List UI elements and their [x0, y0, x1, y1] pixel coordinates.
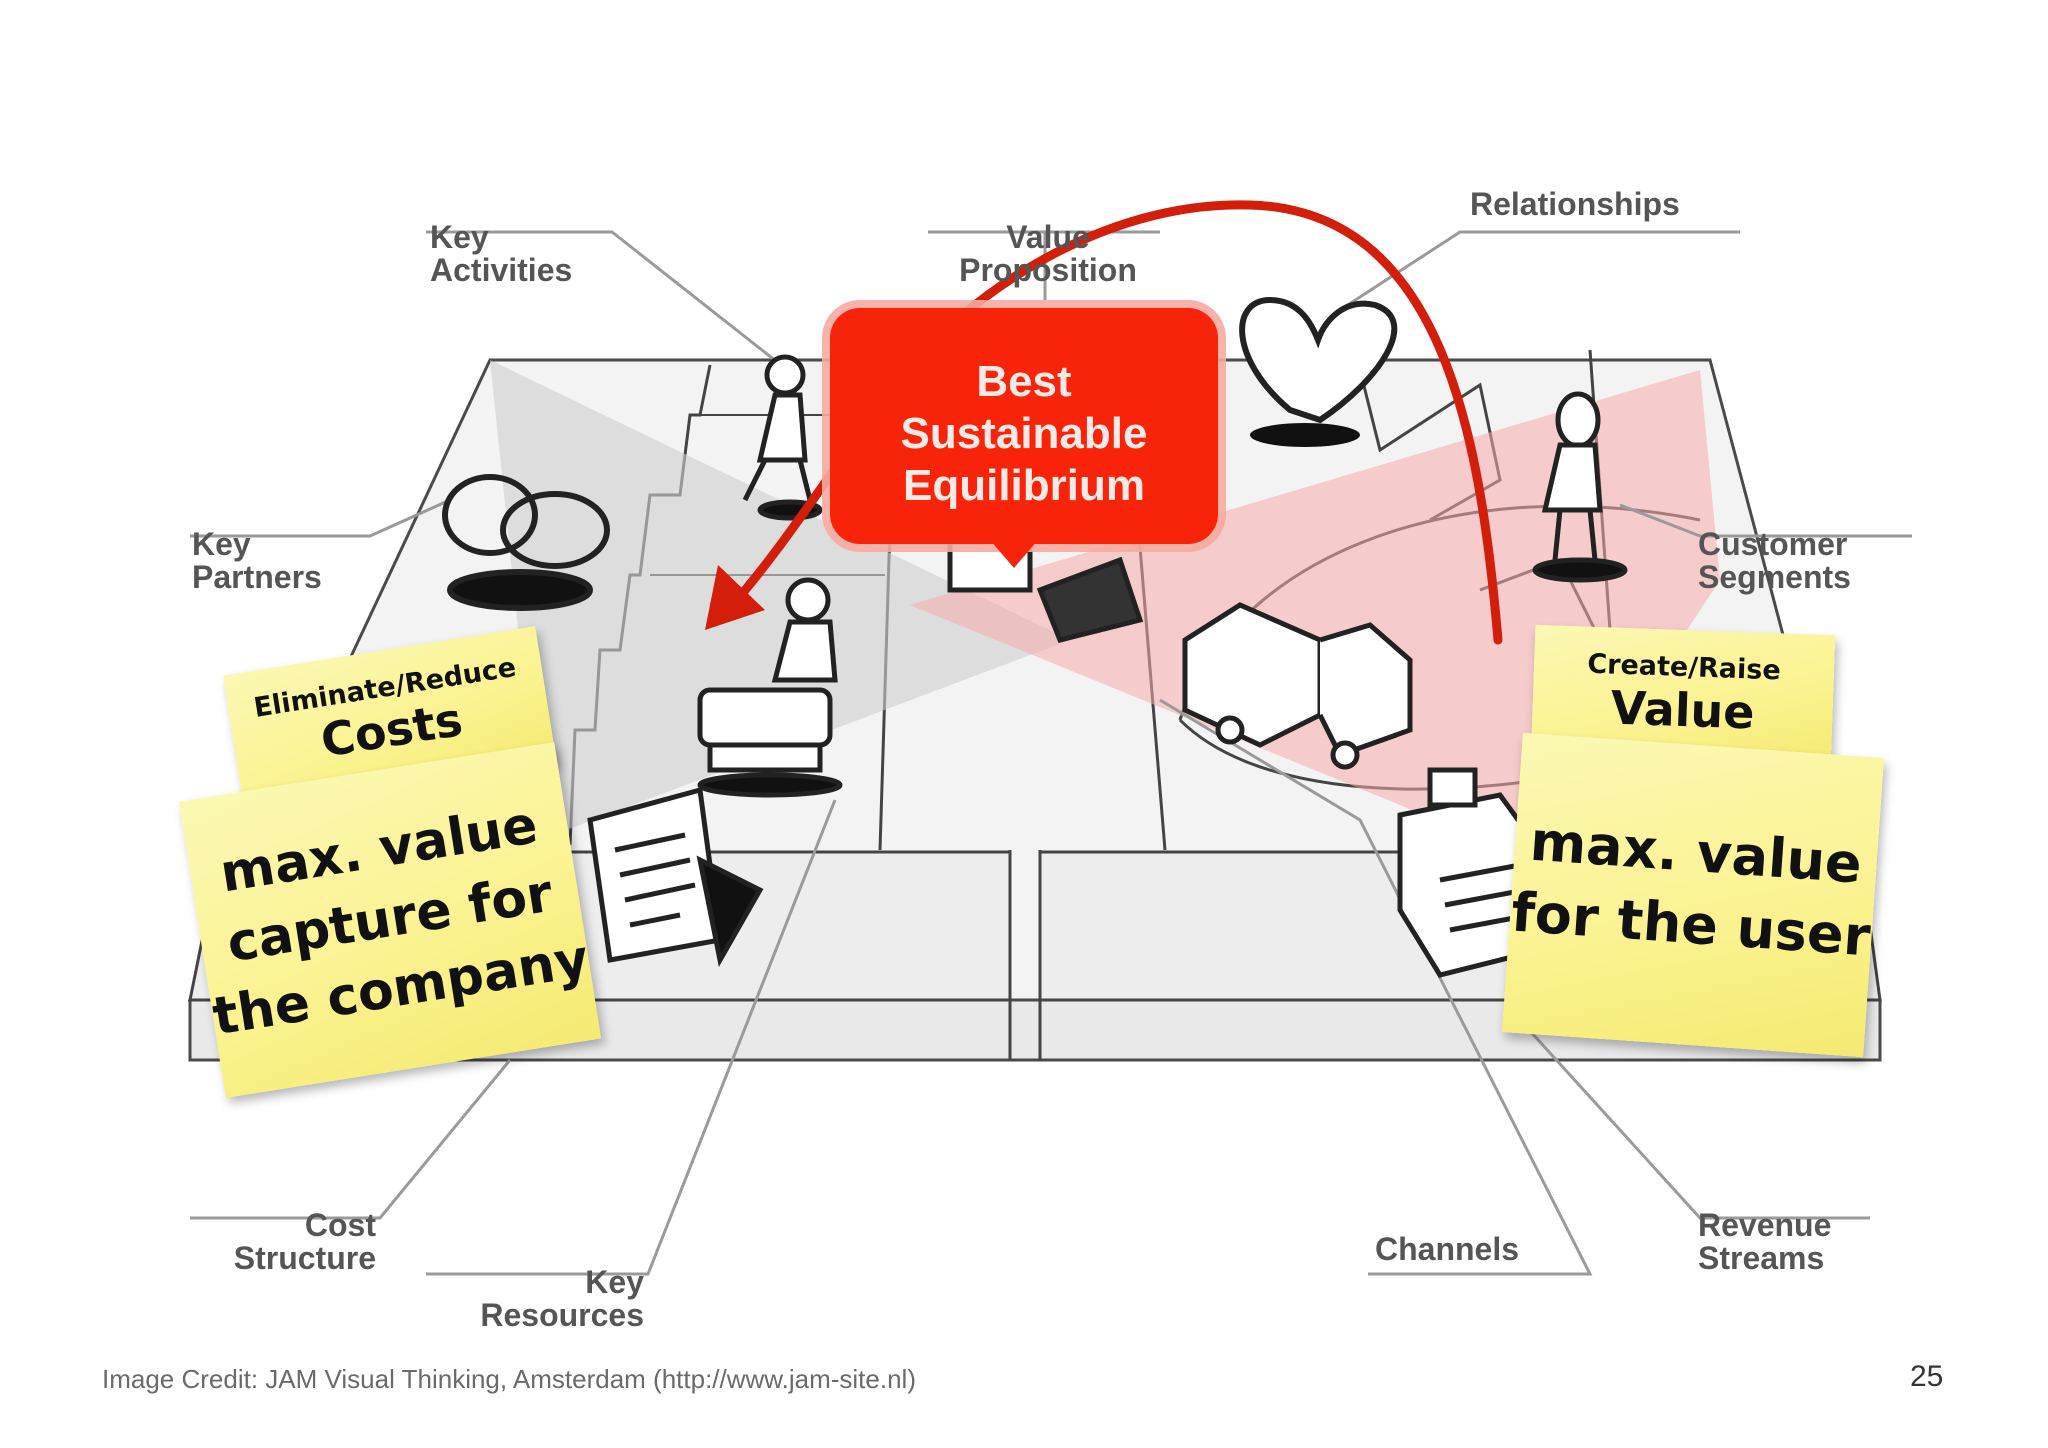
page-number: 25 — [1910, 1360, 1944, 1393]
callout-text: Best Sustainable Equilibrium — [900, 357, 1148, 510]
heart-icon — [1239, 296, 1398, 447]
curved-arrow — [705, 200, 1503, 645]
best-sustainable-equilibrium-callout: Best Sustainable Equilibrium — [830, 308, 1218, 544]
cost-highlight-area — [490, 360, 1070, 840]
customer-figure-icon — [1532, 391, 1628, 583]
image-credit: Image Credit: JAM Visual Thinking, Amste… — [102, 1364, 916, 1394]
label-channels: Channels — [1375, 1231, 1520, 1267]
sticky-note-user-value: max. value for the user — [1501, 732, 1885, 1058]
truck-icon — [1182, 602, 1413, 770]
callout-tail — [990, 540, 1038, 568]
label-relationships: Relationships — [1470, 186, 1680, 222]
worker-figure-icon — [742, 354, 823, 521]
leader-lines — [190, 230, 1912, 1276]
person-with-machine-icon — [697, 577, 843, 798]
sticky-title: Value — [1609, 680, 1756, 740]
document-icon — [587, 786, 764, 968]
value-highlight-area — [910, 370, 1720, 860]
rings-icon — [442, 474, 610, 611]
sticky-note-company-value: max. value capture for the company — [178, 742, 602, 1098]
